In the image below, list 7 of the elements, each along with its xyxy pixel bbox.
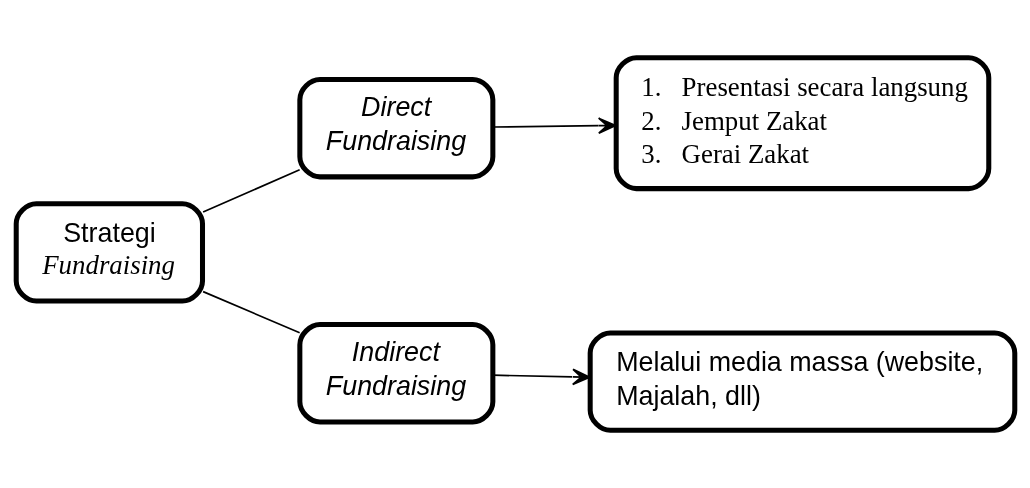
connector: [201, 168, 300, 213]
node-box: 1. Presentasi secara langsung 2. Jemput Zakat 3. Gerai Zakat: [613, 55, 991, 192]
node-box: Melalui media massa (website, Majalah, dll): [587, 330, 1017, 433]
node-box: Strategi Fundraising: [13, 201, 205, 304]
node-box: Indirect Fundraising: [296, 322, 495, 425]
node-box: Direct Fundraising: [296, 77, 495, 180]
connector: [201, 290, 300, 334]
